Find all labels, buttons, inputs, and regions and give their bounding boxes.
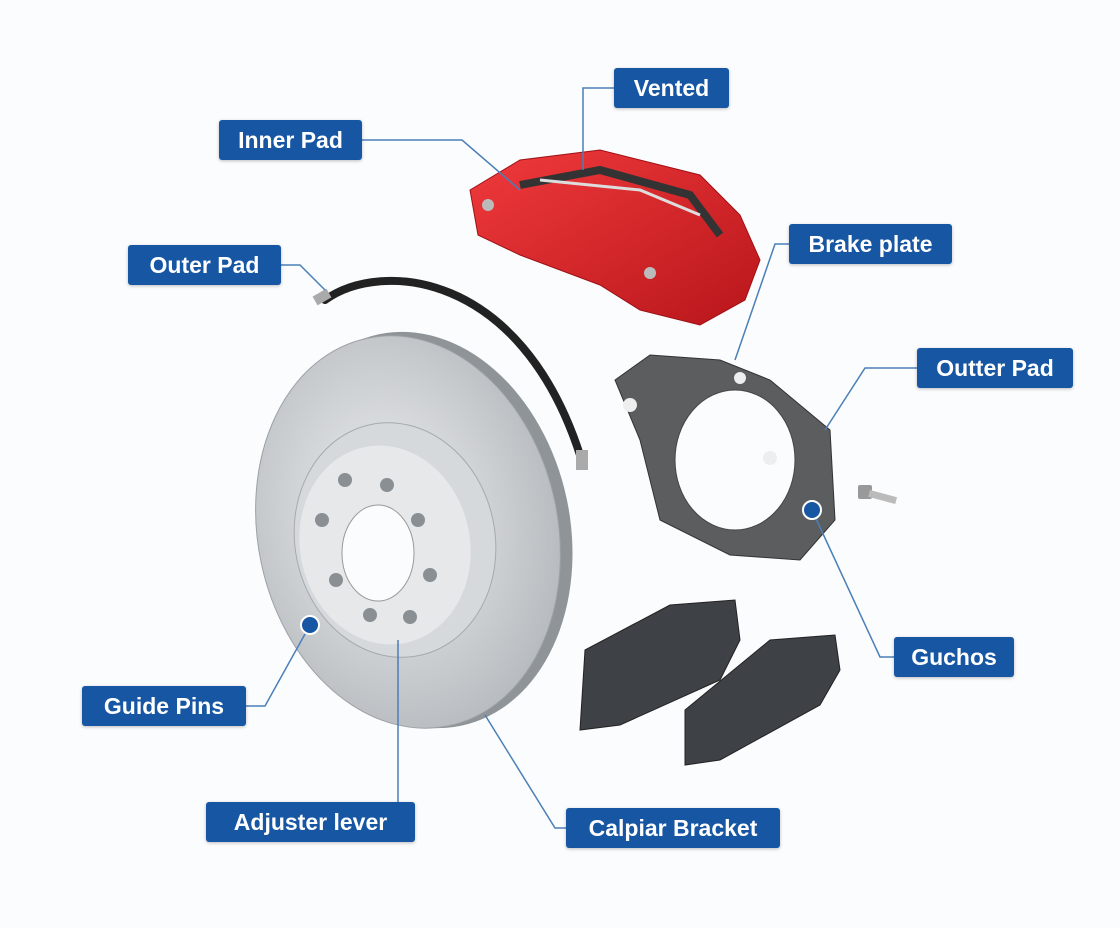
label-guchos: Guchos	[894, 637, 1014, 677]
label-inner-pad: Inner Pad	[219, 120, 362, 160]
label-outer-pad: Outer Pad	[128, 245, 281, 285]
label-guide-pins: Guide Pins	[82, 686, 246, 726]
bolt	[858, 485, 898, 505]
guchos-marker-dot	[802, 500, 822, 520]
label-adjuster-lever: Adjuster lever	[206, 802, 415, 842]
brake-hose	[312, 276, 588, 470]
label-brake-plate: Brake plate	[789, 224, 952, 264]
label-outter-pad: Outter Pad	[917, 348, 1073, 388]
brake-caliper	[469, 149, 761, 326]
label-vented: Vented	[614, 68, 729, 108]
guide-pins-marker-dot	[300, 615, 320, 635]
brake-rotor	[255, 331, 573, 729]
brake-pads	[579, 599, 841, 766]
label-calpiar-bracket: Calpiar Bracket	[566, 808, 780, 848]
leader-lines	[246, 87, 917, 829]
caliper-bracket	[614, 354, 836, 561]
